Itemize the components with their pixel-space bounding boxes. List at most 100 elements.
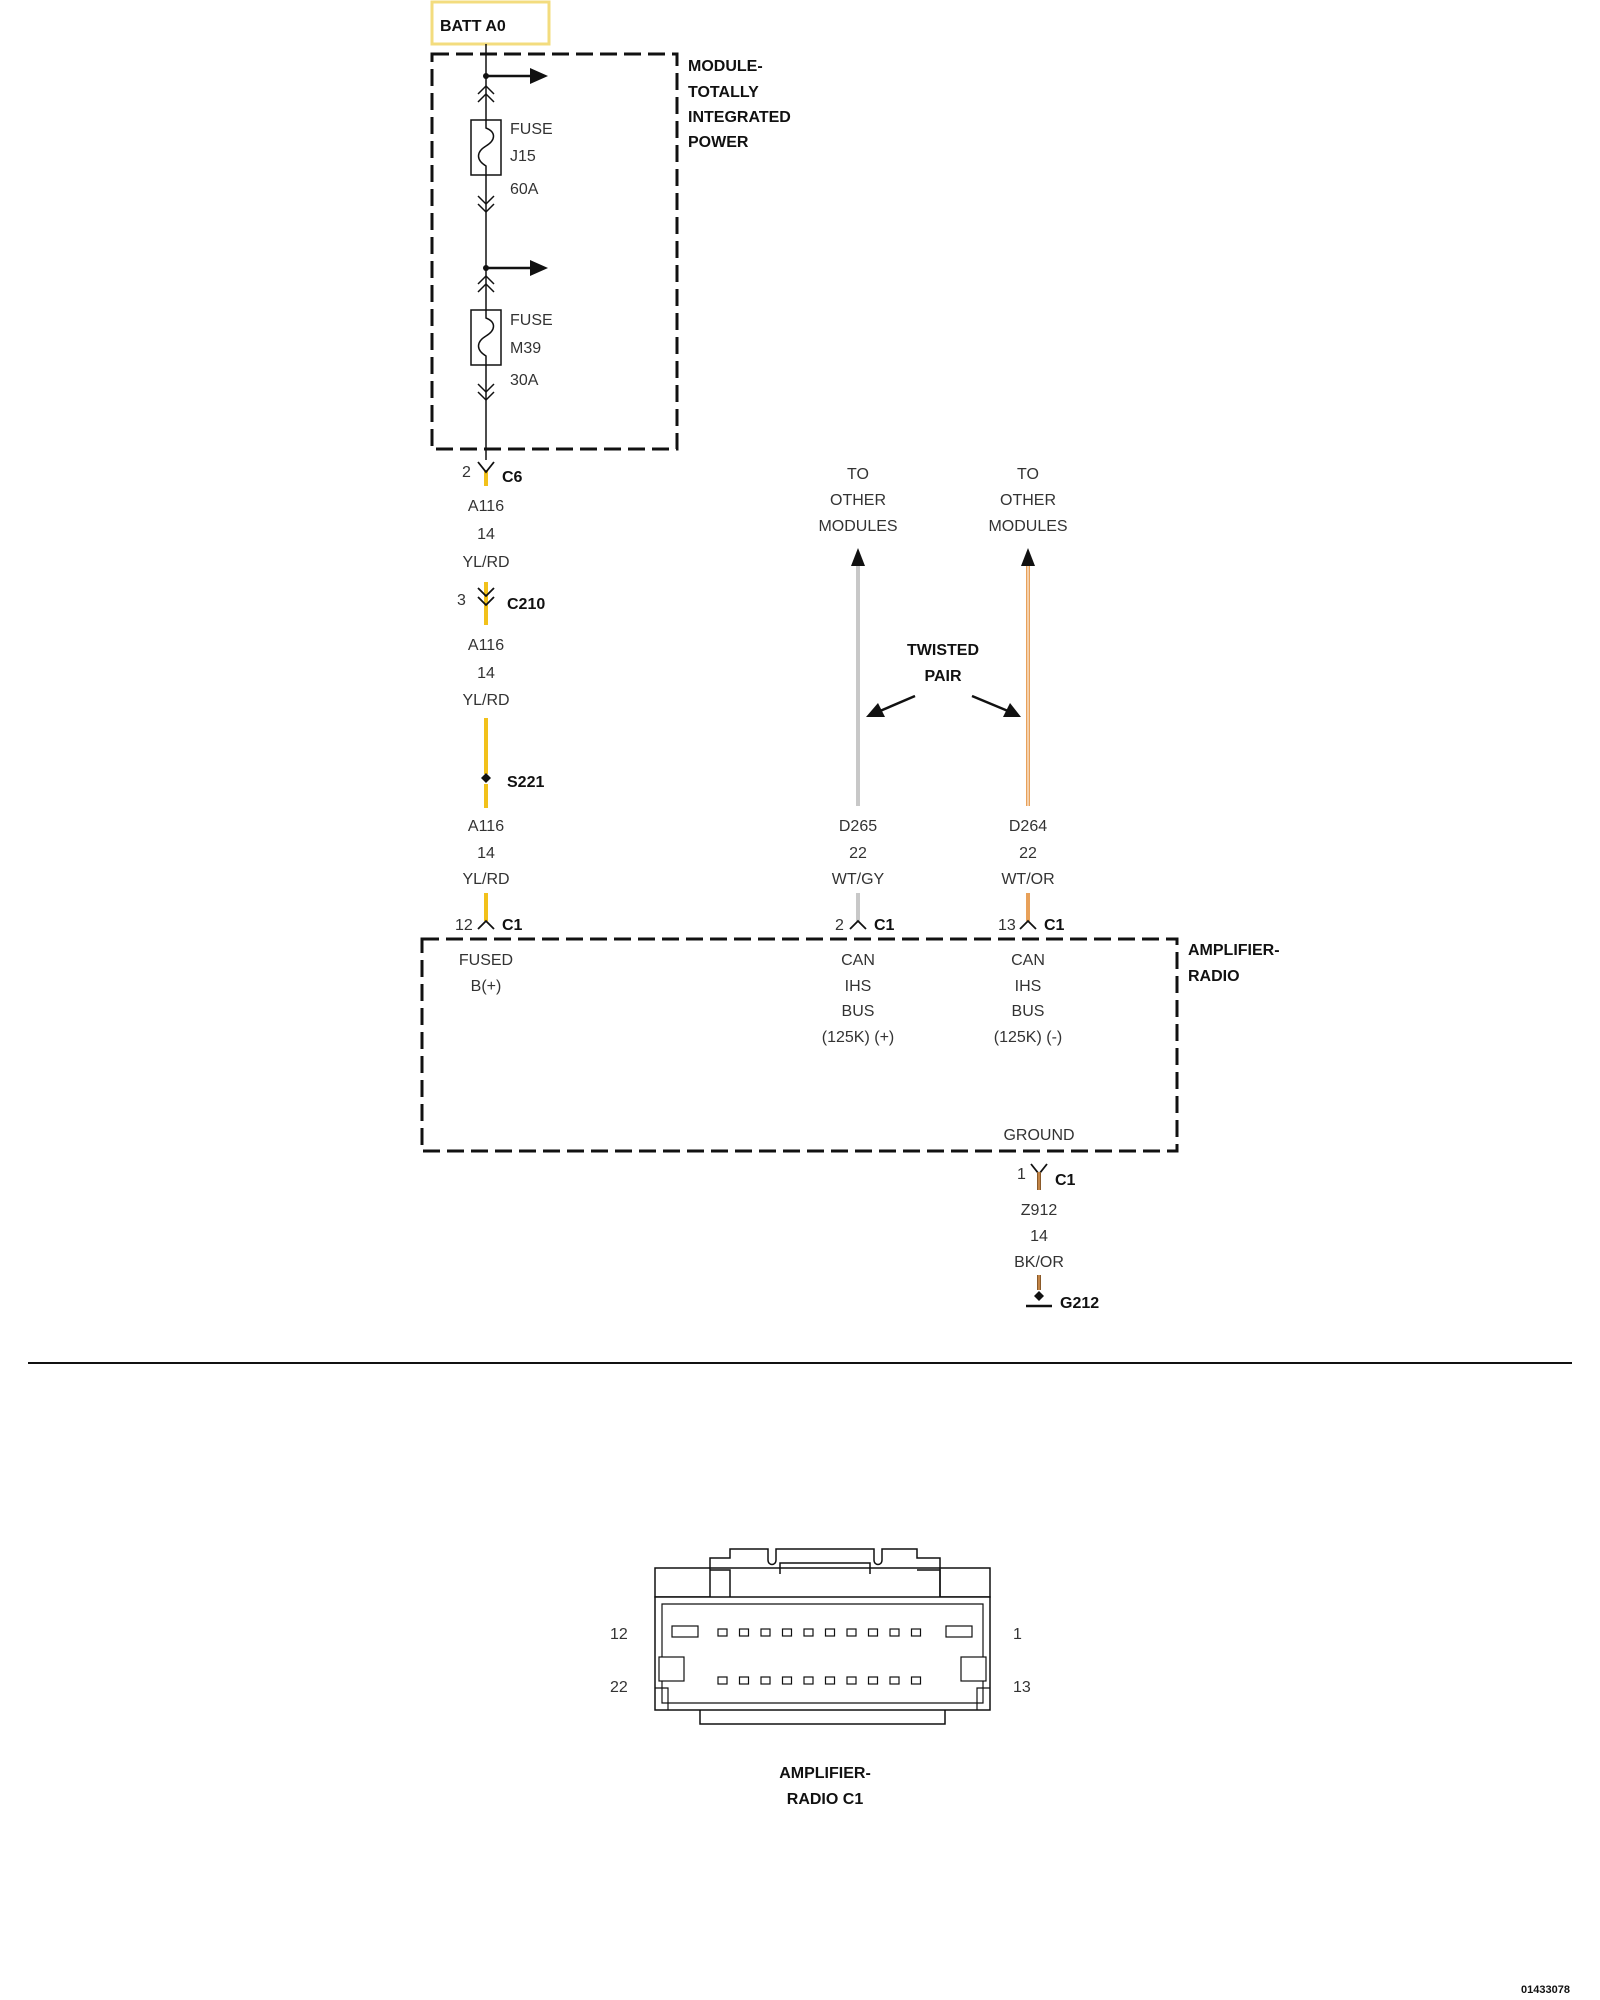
bottom-row-cavity — [910, 1676, 922, 1685]
wire-1-color: YL/RD — [462, 554, 509, 571]
cavity-12 — [671, 1625, 699, 1638]
twisted-pair-line-1: TWISTED — [907, 642, 979, 659]
can-minus-to-1: TO — [1017, 466, 1039, 483]
connector-c6-symbol-icon — [477, 461, 495, 474]
can-plus-up-arrow-icon — [851, 548, 865, 566]
ground-g212-name: G212 — [1060, 1295, 1099, 1312]
tip-module-outline — [430, 52, 679, 451]
tip-module: MODULE- TOTALLY INTEGRATED POWER FUSE J1… — [430, 44, 791, 460]
connector-c210-pin: 3 — [457, 592, 466, 609]
ground-circuit: 1 C1 Z912 14 BK/OR G212 — [1014, 1163, 1099, 1312]
fuse-1-type: FUSE — [510, 121, 553, 138]
bottom-row-cavity — [889, 1676, 900, 1685]
connector-bottom-lip — [699, 1710, 946, 1725]
twisted-pair-left-arrow-icon — [866, 703, 885, 717]
connector-c210-name: C210 — [507, 596, 545, 613]
fuse-1-id: J15 — [510, 148, 536, 165]
wire-d265-circuit: D265 — [839, 818, 877, 835]
connector-face-view: 12 1 22 13 AMPLIFIER- RADIO C1 — [610, 1548, 1031, 1808]
connector-c6-pin: 2 — [462, 464, 471, 481]
top-row-cavity — [824, 1628, 836, 1637]
pin-row-bottom — [717, 1676, 922, 1685]
top-row-cavity — [910, 1628, 922, 1637]
bottom-row-cavity — [781, 1676, 793, 1685]
can-minus-up-arrow-icon — [1021, 548, 1035, 566]
fuse-1-element-icon — [477, 120, 495, 175]
connector-c1-pin13: 13 — [998, 917, 1016, 934]
amplifier-name-2: RADIO — [1188, 968, 1240, 985]
can-plus-function-1: CAN — [841, 952, 875, 969]
twisted-pair-right-line — [971, 694, 1009, 713]
top-row-cavity — [738, 1628, 750, 1637]
twisted-pair-right-arrow-icon — [1003, 703, 1021, 717]
connector-latch-guides — [710, 1569, 941, 1597]
connector-c1-pin13-symbol-icon — [1019, 919, 1037, 930]
pin-label-13: 13 — [1013, 1679, 1031, 1696]
connector-c1-pin13-name: C1 — [1044, 917, 1065, 934]
tip-module-name-1: MODULE- — [688, 58, 763, 75]
tip-module-name-4: POWER — [688, 134, 749, 151]
bottom-row-cavity — [717, 1676, 728, 1685]
wire-d264-gauge: 22 — [1019, 845, 1037, 862]
top-row-cavity — [760, 1628, 771, 1637]
wire-3-color: YL/RD — [462, 871, 509, 888]
can-plus-to-2: OTHER — [830, 492, 886, 509]
can-plus-to-1: TO — [847, 466, 869, 483]
fuse-1-top-terminal-icon — [477, 84, 495, 103]
can-minus-function-2: IHS — [1015, 978, 1042, 995]
amplifier-name-1: AMPLIFIER- — [1188, 942, 1280, 959]
wire-d265-color: WT/GY — [832, 871, 885, 888]
pin-label-1: 1 — [1013, 1626, 1022, 1643]
connector-c1-pin1: 1 — [1017, 1166, 1026, 1183]
connector-latch-tab — [779, 1562, 871, 1574]
ground-splice-icon — [1034, 1291, 1044, 1301]
wire-z912-color: BK/OR — [1014, 1254, 1064, 1271]
amplifier-outline — [420, 937, 1179, 1153]
bottom-row-cavity — [760, 1676, 771, 1685]
fuse-2-type: FUSE — [510, 312, 553, 329]
cavity-13-key — [960, 1656, 987, 1682]
can-plus-function-2: IHS — [845, 978, 872, 995]
connector-c1-pin12-symbol-icon — [477, 919, 495, 930]
connector-c1-pin1-name: C1 — [1055, 1172, 1076, 1189]
connector-latch-outline — [654, 1548, 991, 1598]
pin-label-22: 22 — [610, 1679, 628, 1696]
amplifier-radio-module: AMPLIFIER- RADIO FUSED B(+) CAN IHS BUS … — [420, 937, 1280, 1153]
battery-box — [430, 0, 551, 46]
bottom-row-cavity — [846, 1676, 857, 1685]
power-circuit: 2 C6 A116 14 YL/RD 3 C210 A116 14 YL/RD … — [455, 461, 545, 934]
branch-arrow-1-icon — [530, 68, 548, 84]
tip-module-name-3: INTEGRATED — [688, 109, 791, 126]
battery-source: BATT A0 — [430, 0, 551, 46]
wire-3-gauge: 14 — [477, 845, 495, 862]
can-plus-function-3: BUS — [842, 1003, 875, 1020]
figure-id: 01433078 — [1521, 1984, 1570, 1996]
connector-body — [654, 1596, 991, 1711]
can-minus-function-4: (125K) (-) — [994, 1029, 1062, 1046]
connector-c1-pin12-name: C1 — [502, 917, 523, 934]
top-row-cavity — [803, 1628, 814, 1637]
wire-z912-circuit: Z912 — [1021, 1202, 1058, 1219]
wire-2-gauge: 14 — [477, 665, 495, 682]
wire-z912-gauge: 14 — [1030, 1228, 1048, 1245]
fused-label-2: B(+) — [471, 978, 502, 995]
fuse-2-id: M39 — [510, 340, 541, 357]
connector-c1-pin2-symbol-icon — [849, 919, 867, 930]
fuse-2-top-terminal-icon — [477, 274, 495, 293]
connector-caption-2: RADIO C1 — [787, 1791, 864, 1808]
wire-3-circuit: A116 — [468, 818, 504, 835]
can-minus-function-1: CAN — [1011, 952, 1045, 969]
fuse-1-bottom-terminal-icon — [477, 195, 495, 214]
can-minus-to-3: MODULES — [988, 518, 1067, 535]
pin-row-top — [717, 1628, 922, 1637]
can-plus-to-3: MODULES — [818, 518, 897, 535]
twisted-pair-left-line — [879, 694, 916, 713]
connector-c6-name: C6 — [502, 469, 523, 486]
connector-c210-symbol-icon — [477, 587, 495, 607]
wire-d265-gauge: 22 — [849, 845, 867, 862]
can-minus-to-2: OTHER — [1000, 492, 1056, 509]
top-row-cavity — [889, 1628, 900, 1637]
battery-label: BATT A0 — [440, 18, 506, 35]
connector-c1-pin2: 2 — [835, 917, 844, 934]
bottom-row-cavity — [867, 1676, 879, 1685]
